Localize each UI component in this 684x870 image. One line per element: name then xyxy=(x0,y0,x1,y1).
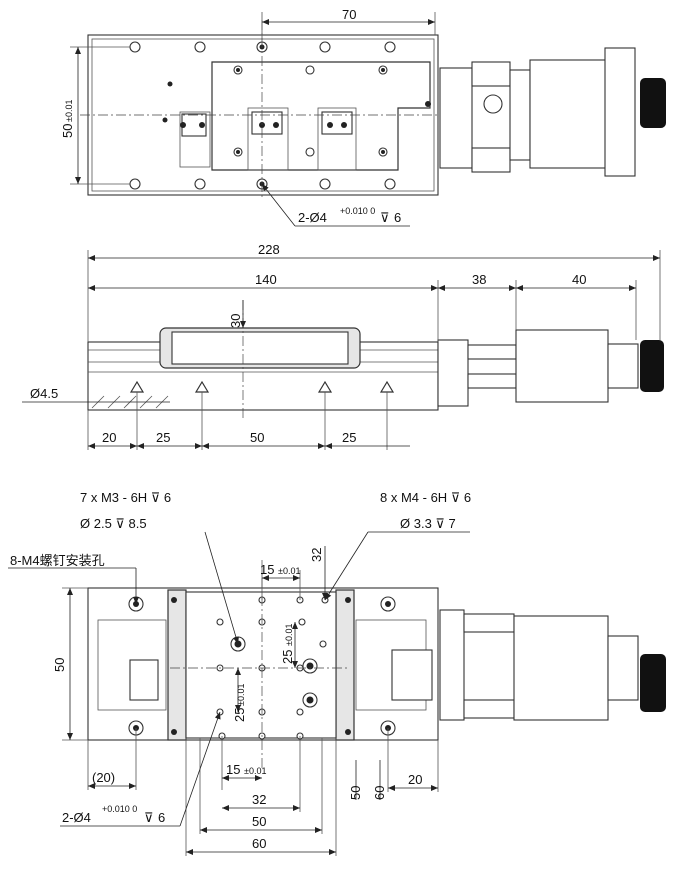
side-dim-25a: 25 xyxy=(156,430,170,445)
note-mount-holes: 8-M4螺钉安装孔 xyxy=(10,553,105,568)
top-pin-hole: 2-Ø4 xyxy=(298,210,327,225)
bottom-dim-15-bot: 15 xyxy=(226,762,240,777)
bottom-dim-50-right: 50 xyxy=(348,786,363,800)
bottom-dim-15-top-tol: ±0.01 xyxy=(278,566,300,576)
top-knob xyxy=(640,78,666,128)
note-m3-drill: Ø 2.5 ⊽ 8.5 xyxy=(80,516,147,531)
bottom-dim-15-bot-tol: ±0.01 xyxy=(244,766,266,776)
side-dim-25b: 25 xyxy=(342,430,356,445)
note-m4-drill: Ø 3.3 ⊽ 7 xyxy=(400,516,456,531)
side-dim-30: 30 xyxy=(228,314,243,328)
side-dim-20: 20 xyxy=(102,430,116,445)
top-dim-50-tol: ±0.01 xyxy=(64,100,74,122)
bottom-dim-20-right: 20 xyxy=(408,772,422,787)
side-dim-40: 40 xyxy=(572,272,586,287)
bottom-dim-50-h: 50 xyxy=(252,814,266,829)
top-pin-hole-tol: +0.010 0 xyxy=(340,206,375,216)
top-view: 70 50 ±0.01 2-Ø4 +0.010 0 ⊽ 6 xyxy=(60,7,666,227)
bottom-dim-25-v: 25 xyxy=(280,650,295,664)
bottom-depth-symbol: ⊽ xyxy=(144,810,154,825)
top-motor-mount xyxy=(439,67,473,169)
top-depth-symbol: ⊽ xyxy=(380,210,390,225)
side-dim-140: 140 xyxy=(255,272,277,287)
top-pin-hole-depth: 6 xyxy=(394,210,401,225)
bottom-dim-60-h: 60 xyxy=(252,836,266,851)
bottom-knob xyxy=(640,654,666,712)
bottom-dim-25-mid-tol: ±0.01 xyxy=(236,684,246,706)
bottom-dim-15-top: 15 xyxy=(260,562,274,577)
bottom-dim-60-right: 60 xyxy=(372,786,387,800)
side-dim-50: 50 xyxy=(250,430,264,445)
bottom-dim-25-v-tol: ±0.01 xyxy=(284,624,294,646)
side-motor xyxy=(515,329,609,403)
bottom-pin-hole-tol: +0.010 0 xyxy=(102,804,137,814)
top-motor-body xyxy=(529,59,616,169)
bottom-dim-32-h: 32 xyxy=(252,792,266,807)
bottom-dim-20-paren: (20) xyxy=(92,770,115,785)
bottom-motor xyxy=(513,615,609,721)
side-dim-228: 228 xyxy=(258,242,280,257)
bottom-dim-32-v: 32 xyxy=(309,548,324,562)
side-view: 228 140 38 40 30 Ø4.5 20 25 50 25 xyxy=(22,242,664,450)
side-knob xyxy=(640,340,664,392)
note-m3-thread: 7 x M3 - 6H ⊽ 6 xyxy=(80,490,171,505)
side-dim-38: 38 xyxy=(472,272,486,287)
bottom-pin-hole-depth: 6 xyxy=(158,810,165,825)
bottom-view: 7 x M3 - 6H ⊽ 6 Ø 2.5 ⊽ 8.5 8 x M4 - 6H … xyxy=(8,490,666,856)
top-carriage xyxy=(211,61,431,171)
side-dim-phi45: Ø4.5 xyxy=(30,386,58,401)
bottom-pin-hole: 2-Ø4 xyxy=(62,810,91,825)
bottom-dim-25-mid: 25 xyxy=(232,708,247,722)
top-dim-70: 70 xyxy=(342,7,356,22)
bottom-dim-50-left: 50 xyxy=(52,658,67,672)
note-m4-thread: 8 x M4 - 6H ⊽ 6 xyxy=(380,490,471,505)
top-dim-50: 50 xyxy=(60,124,75,138)
